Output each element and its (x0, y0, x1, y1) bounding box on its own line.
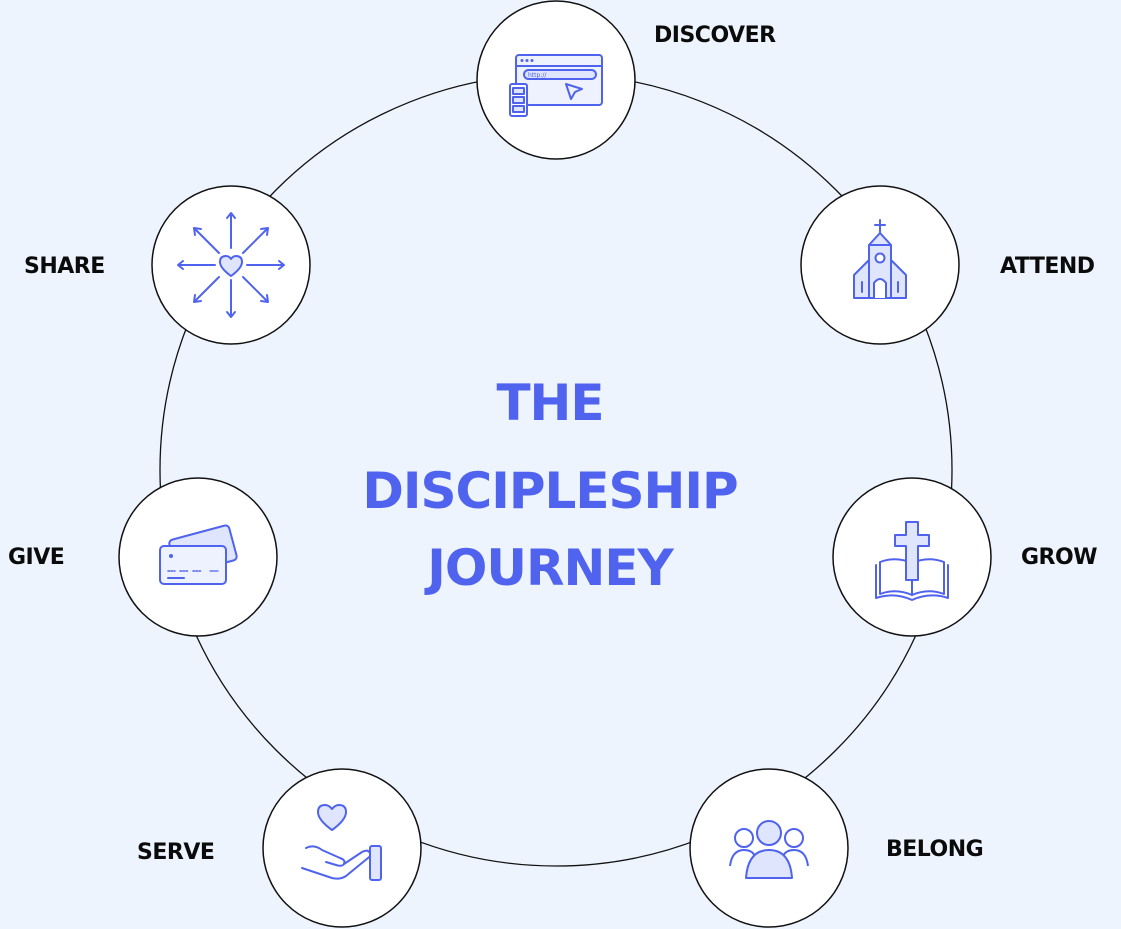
label-grow: GROW (1021, 545, 1097, 570)
group-people-icon (729, 820, 809, 879)
heart-arrows-icon (177, 212, 285, 318)
node-grow (832, 477, 992, 637)
browser-url-text: http:// (528, 72, 547, 79)
node-discover: http:// (476, 0, 636, 160)
credit-cards-icon (159, 524, 238, 585)
node-circle-belong (689, 768, 849, 928)
label-share: SHARE (24, 254, 105, 279)
label-give: GIVE (8, 545, 65, 570)
church-icon (853, 219, 907, 299)
label-belong: BELONG (886, 837, 984, 862)
hand-heart-icon (301, 804, 382, 881)
node-attend (800, 185, 960, 345)
label-discover: DISCOVER (654, 23, 776, 48)
title-line-2: DISCIPLESHIP (362, 462, 738, 520)
node-belong (689, 768, 849, 928)
label-serve: SERVE (137, 840, 215, 865)
node-share (151, 185, 311, 345)
node-give (118, 477, 278, 637)
label-attend: ATTEND (1000, 254, 1095, 279)
node-serve (262, 768, 422, 928)
browser-cursor-icon: http:// (509, 54, 603, 117)
node-circle-serve (262, 768, 422, 928)
title-line-3: JOURNEY (427, 539, 673, 597)
title-line-1: THE (496, 374, 604, 432)
bible-cross-icon (875, 521, 949, 601)
